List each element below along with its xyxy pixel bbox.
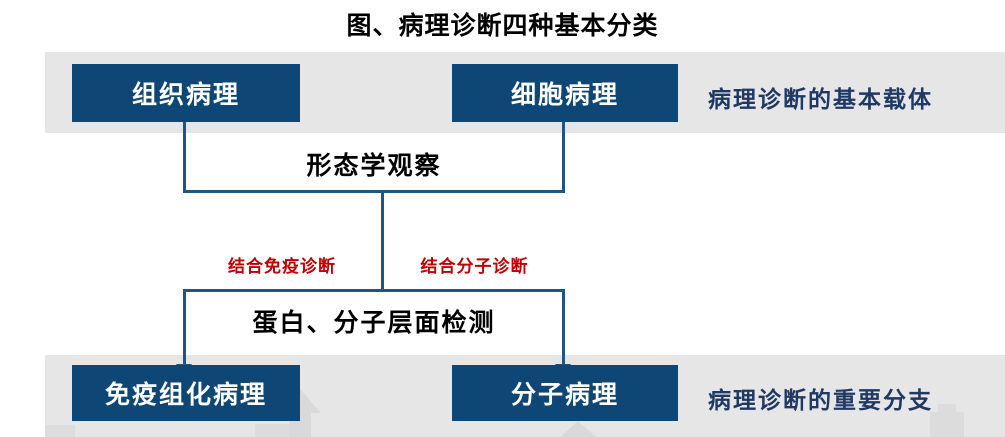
protein-molecular-label: 蛋白、分子层面检测 xyxy=(252,310,496,337)
box-tissue-pathology-label: 组织病理 xyxy=(131,82,240,109)
box-immunohistochemistry-pathology[interactable]: 免疫组化病理 xyxy=(72,365,300,421)
connector-left-lower xyxy=(183,289,186,367)
connector-right-lower xyxy=(562,289,565,367)
box-cytopathology-label: 细胞病理 xyxy=(510,82,619,109)
connector-right-upper xyxy=(562,122,565,192)
watermark-block-right-tall xyxy=(938,404,956,414)
annotation-molecular-diagnosis: 结合分子诊断 xyxy=(420,257,529,276)
box-tissue-pathology[interactable]: 组织病理 xyxy=(72,64,300,122)
morphology-label: 形态学观察 xyxy=(306,153,442,180)
bottom-row-caption: 病理诊断的重要分支 xyxy=(708,388,933,413)
top-row-caption: 病理诊断的基本载体 xyxy=(708,87,933,112)
watermark-block-left xyxy=(45,425,75,437)
annotation-immune-diagnosis: 结合免疫诊断 xyxy=(228,257,336,276)
box-molecular-pathology-label: 分子病理 xyxy=(510,382,619,409)
connector-horizontal-upper xyxy=(183,190,565,193)
box-cytopathology[interactable]: 细胞病理 xyxy=(452,64,678,122)
watermark-arrow-head-right xyxy=(560,421,596,437)
watermark-block-right xyxy=(930,412,964,437)
connector-horizontal-lower xyxy=(183,289,565,292)
watermark-block-mid xyxy=(255,424,289,437)
connector-left-upper xyxy=(183,122,186,192)
box-immunohistochemistry-pathology-label: 免疫组化病理 xyxy=(104,382,267,409)
page-title: 图、病理诊断四种基本分类 xyxy=(346,13,659,40)
box-molecular-pathology[interactable]: 分子病理 xyxy=(452,365,678,421)
connector-middle-vertical xyxy=(381,190,384,291)
